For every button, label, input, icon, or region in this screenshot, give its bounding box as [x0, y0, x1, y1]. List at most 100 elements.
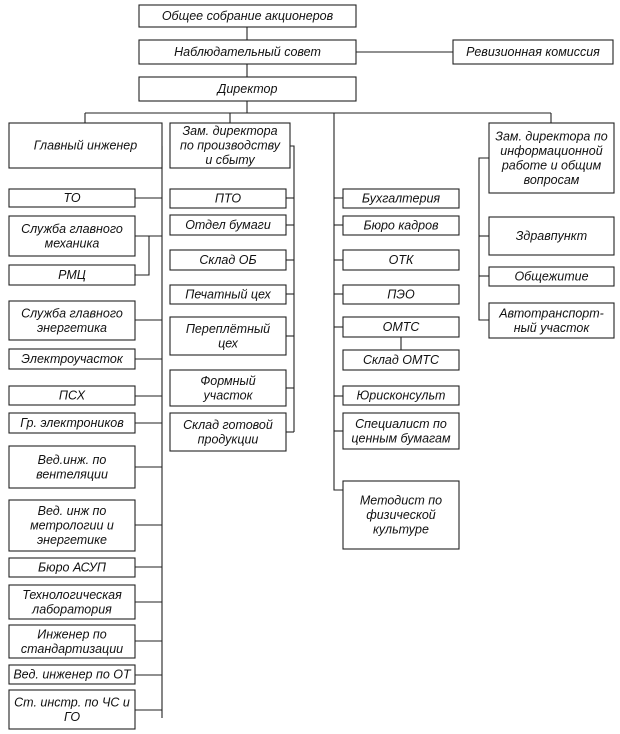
node-label: Специалист по [355, 417, 447, 431]
node-label: Ст. инстр. по ЧС и [14, 695, 130, 709]
connector-line [333, 113, 343, 491]
node-label: Зам. директора [182, 124, 277, 138]
node-box [8, 122, 163, 169]
node-label: ценным бумагам [351, 431, 451, 445]
node-box [8, 215, 136, 257]
node-label: вопросам [524, 173, 580, 187]
node-box [169, 316, 287, 356]
node-label: Служба главного [21, 222, 123, 236]
node-box [342, 249, 460, 271]
node-electronics-group: Гр. электроников [8, 412, 136, 434]
node-cs-instructor: Ст. инстр. по ЧС иГО [8, 689, 136, 730]
node-box [8, 412, 136, 434]
node-label: Бюро кадров [363, 219, 439, 233]
node-shareholders: Общее собрание акционеров [138, 4, 357, 28]
node-label: Переплётный [186, 322, 270, 336]
node-label: работе и общим [501, 158, 602, 172]
node-box [169, 122, 291, 169]
node-label: цех [218, 336, 239, 350]
node-box [8, 385, 136, 406]
node-label: Ревизионная комиссия [466, 45, 600, 59]
node-box [8, 689, 136, 730]
node-box [342, 215, 460, 236]
node-label: Здравпункт [516, 229, 587, 243]
node-audit-commission: Ревизионная комиссия [452, 39, 614, 65]
node-label: ПСХ [59, 389, 86, 403]
node-label: лаборатория [31, 602, 112, 616]
node-label: информационной [500, 144, 602, 158]
node-chief-engineer: Главный инженер [8, 122, 163, 169]
node-label: Директор [216, 82, 278, 96]
node-label: Зам. директора по [495, 129, 607, 143]
node-label: Технологическая [22, 588, 122, 602]
node-ob-warehouse: Склад ОБ [169, 249, 287, 271]
node-hr-bureau: Бюро кадров [342, 215, 460, 236]
node-label: культуре [373, 523, 429, 537]
node-label: механика [45, 236, 100, 250]
node-box [169, 249, 287, 271]
node-box [8, 557, 136, 578]
node-label: Инженер по [37, 627, 107, 641]
node-label: физической [366, 508, 436, 522]
node-label: метрологии и [30, 519, 114, 533]
node-label: Общее собрание акционеров [162, 9, 334, 23]
node-health-post: Здравпункт [488, 216, 615, 256]
node-box [138, 39, 357, 65]
node-to: ТО [8, 188, 136, 208]
node-label: Вед.инж. по [38, 453, 107, 467]
node-accounting: Бухгалтерия [342, 188, 460, 209]
node-label: Формный [200, 374, 255, 388]
connector-line [290, 145, 295, 432]
node-asup: Бюро АСУП [8, 557, 136, 578]
node-psh: ПСХ [8, 385, 136, 406]
node-label: Склад готовой [183, 418, 273, 432]
node-label: Отдел бумаги [185, 218, 271, 232]
node-label: Автотранспорт- [498, 306, 604, 320]
node-rmc: РМЦ [8, 264, 136, 286]
node-label: ный участок [514, 321, 591, 335]
node-label: Склад ОМТС [363, 353, 440, 367]
node-label: Бухгалтерия [362, 192, 441, 206]
node-paper-dept: Отдел бумаги [169, 214, 287, 236]
node-label: Электроучасток [21, 352, 124, 366]
node-label: Наблюдательный совет [174, 45, 321, 59]
node-box [8, 264, 136, 286]
node-box [342, 480, 460, 550]
node-label: Юрисконсульт [357, 389, 446, 403]
node-label: Склад ОБ [199, 253, 256, 267]
node-lawyer: Юрисконсульт [342, 385, 460, 406]
node-box [342, 349, 460, 371]
node-label: ПЭО [387, 288, 415, 302]
node-label: по производству [180, 139, 281, 153]
node-label: ГО [64, 710, 80, 724]
node-box [8, 300, 136, 341]
node-box [169, 214, 287, 236]
node-label: энергетика [37, 321, 107, 335]
node-box [488, 216, 615, 256]
node-label: и сбыту [205, 153, 255, 167]
node-box [8, 584, 136, 620]
node-box [138, 4, 357, 28]
node-label: Гр. электроников [20, 416, 124, 430]
node-peo: ПЭО [342, 284, 460, 305]
node-label: вентеляции [36, 467, 108, 481]
node-label: РМЦ [58, 268, 86, 282]
node-box [342, 385, 460, 406]
node-label: Методист по [360, 494, 442, 508]
node-label: ОМТС [383, 320, 421, 334]
node-label: продукции [198, 432, 259, 446]
node-box [8, 348, 136, 370]
node-box [138, 76, 357, 102]
node-box [342, 188, 460, 209]
node-label: Общежитие [514, 270, 588, 284]
node-box [169, 284, 287, 305]
node-label: участок [202, 388, 253, 402]
